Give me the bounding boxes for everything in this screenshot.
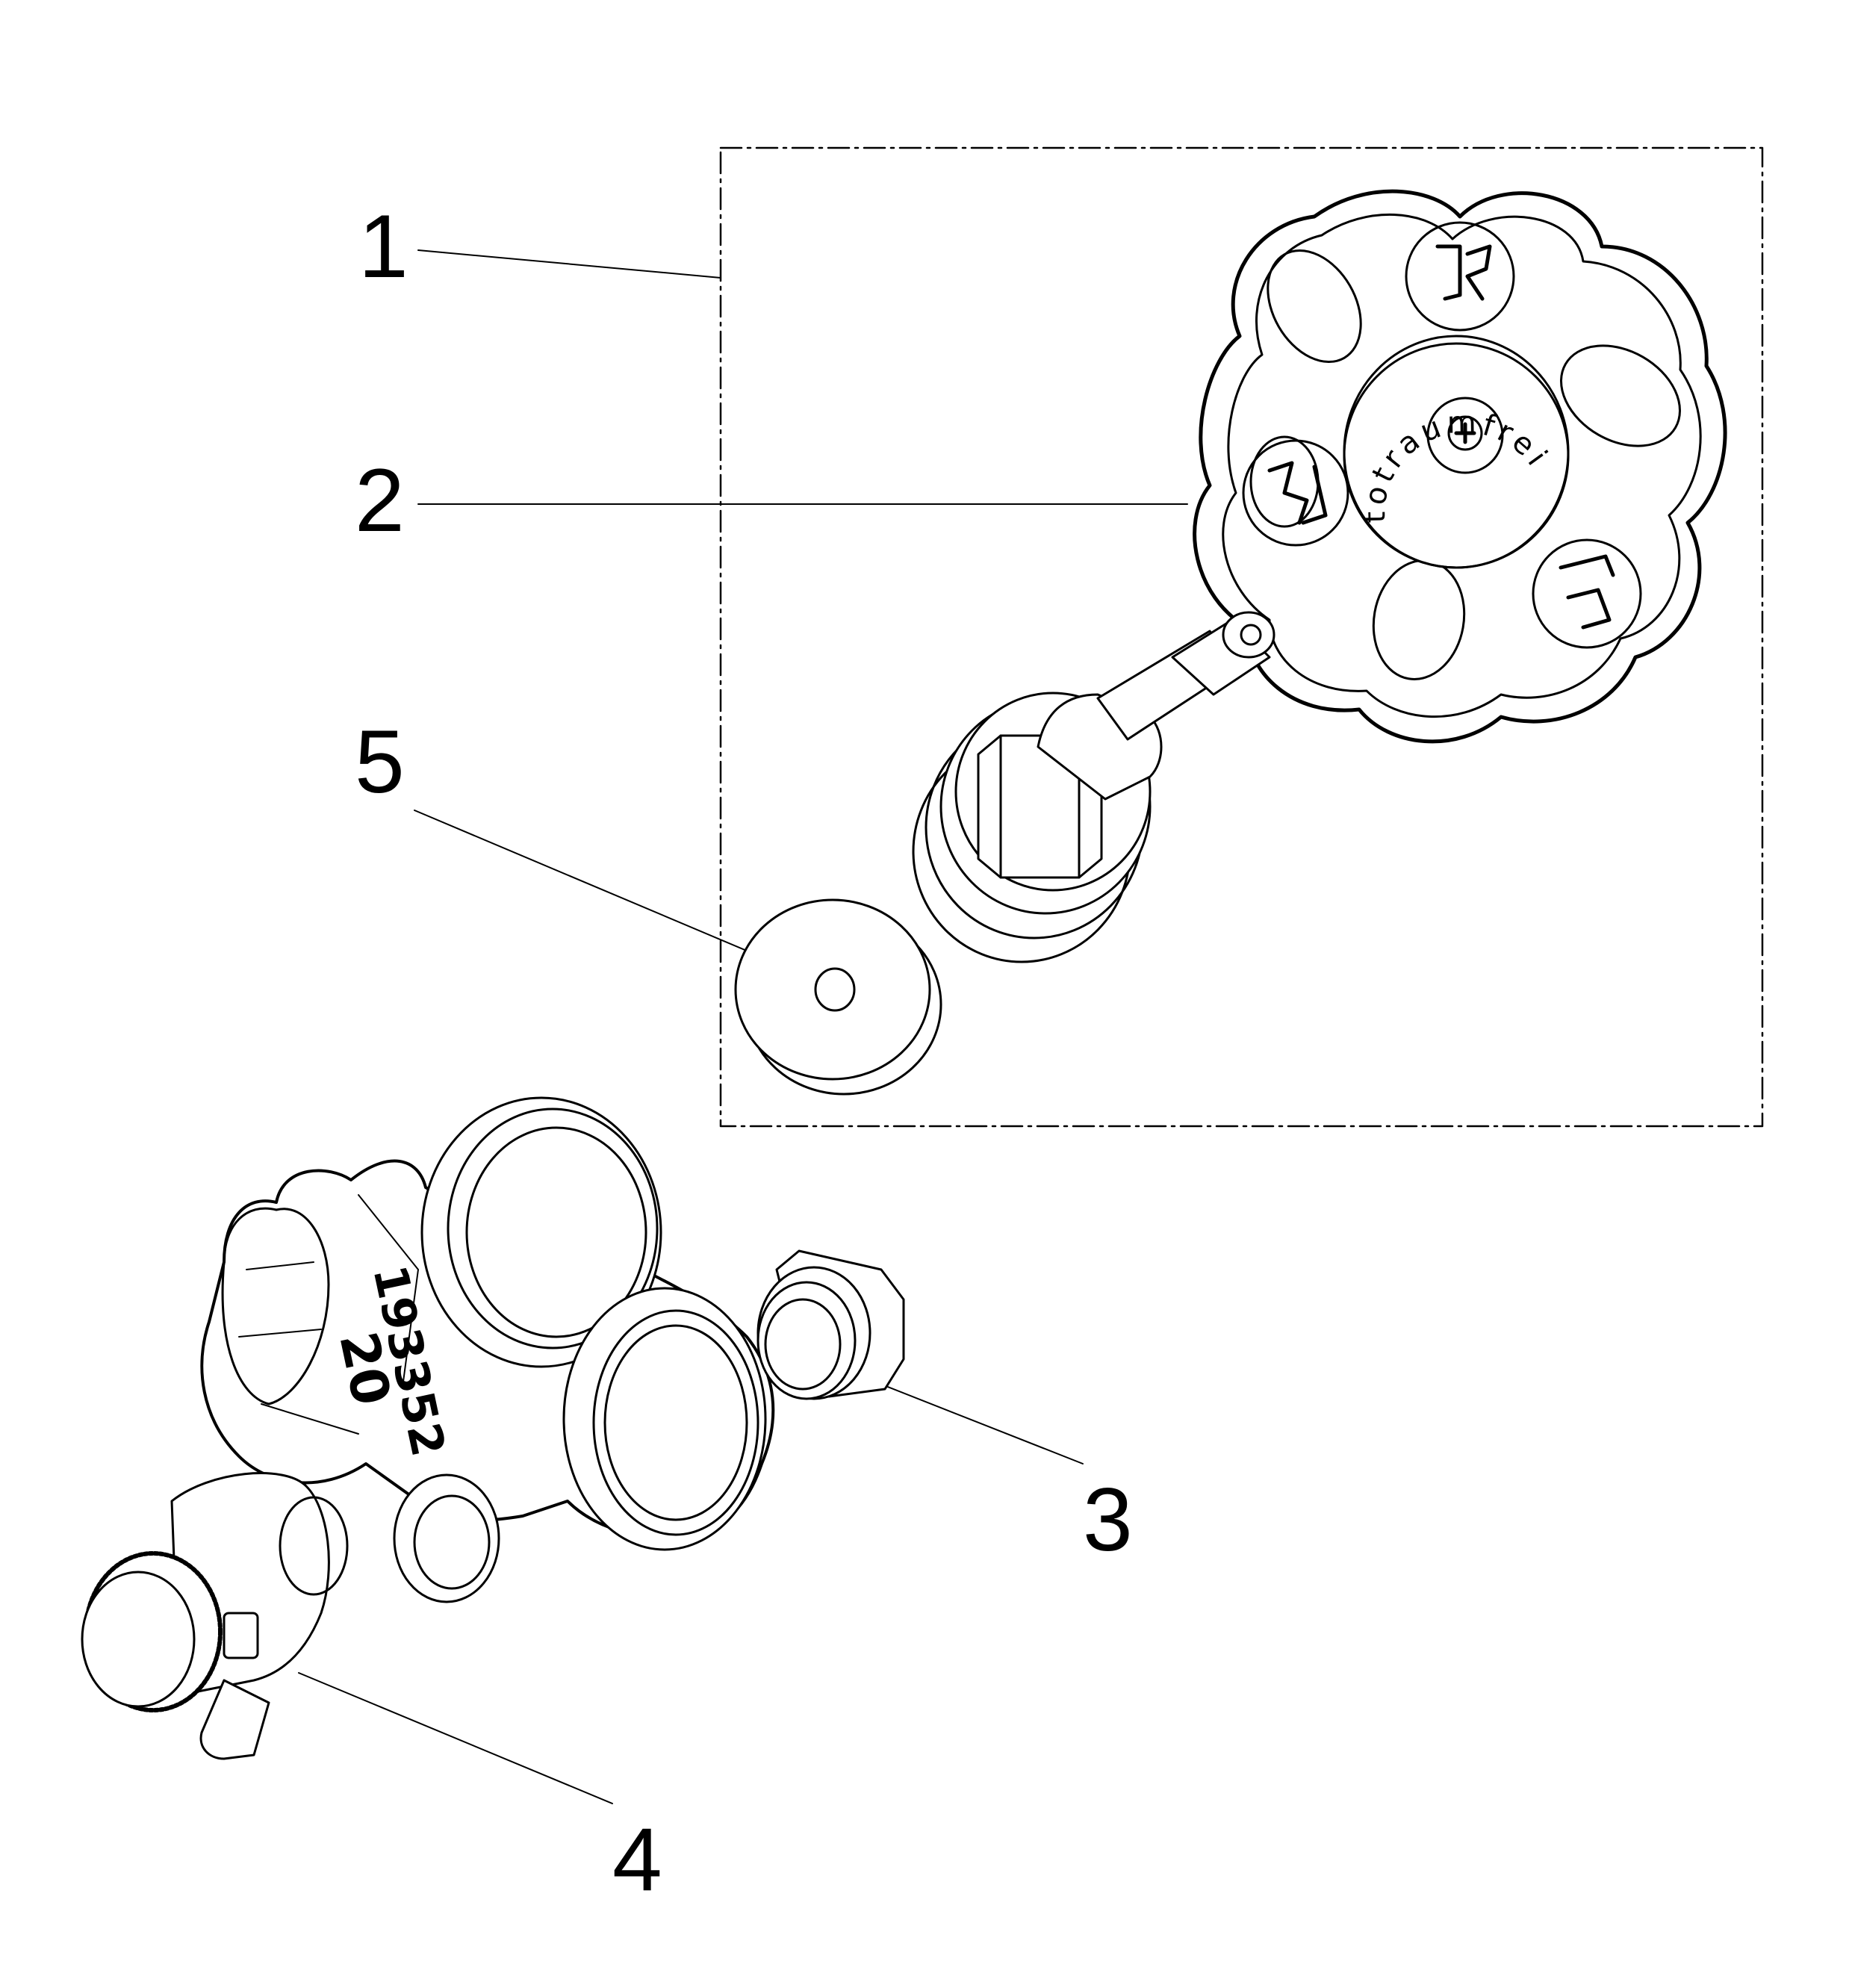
leader-5	[414, 810, 777, 964]
drain-hose-nozzle	[199, 1679, 270, 1760]
inlet-end	[221, 1207, 330, 1405]
outlet-port-inner	[592, 1309, 759, 1536]
logo-medallion	[1405, 221, 1515, 332]
spindle-tip	[1222, 611, 1275, 659]
handwheel-outline	[1193, 189, 1727, 744]
drain-thread	[279, 1496, 349, 1596]
washer-face	[734, 898, 931, 1081]
valve-body: 193352 20	[200, 1096, 775, 1603]
bonnet-ring-inner	[465, 1126, 647, 1338]
side-port	[393, 1473, 500, 1603]
valve-top-spindle	[912, 611, 1275, 963]
outlet-port-bore	[603, 1324, 748, 1521]
outlet-port-outer	[562, 1287, 767, 1551]
callout-label-2: 2	[355, 450, 405, 550]
body-outline	[200, 1159, 775, 1540]
plug	[756, 1249, 905, 1400]
hub-plate-rim	[1343, 342, 1570, 569]
washer-hole	[814, 967, 856, 1012]
callout-label-4: 4	[612, 1810, 662, 1910]
body-size-marking: 20	[327, 1326, 402, 1410]
callout-label-3: 3	[1083, 1470, 1133, 1570]
assembly-boundary	[719, 146, 1764, 1128]
screw-slot	[1454, 422, 1476, 444]
bonnet-ring-mid	[447, 1108, 659, 1349]
logo-medallion	[1242, 439, 1349, 547]
spoke-window	[1560, 344, 1681, 447]
logo-medallion	[1532, 538, 1642, 649]
bonnet-ring-outer	[420, 1096, 662, 1368]
leader-4	[298, 1672, 613, 1804]
drain-logo-plate	[223, 1612, 259, 1659]
plug-face	[764, 1298, 842, 1391]
spoke-window	[1249, 435, 1320, 528]
drain-valve	[81, 1472, 349, 1760]
sealing-washer	[734, 898, 942, 1096]
callout-label-1: 1	[358, 196, 408, 296]
leader-1	[417, 249, 721, 279]
spoke-window	[1267, 249, 1362, 364]
handwheel: totraumfrei	[1193, 189, 1727, 744]
drain-cap	[81, 1571, 196, 1708]
plug-collar-inner	[756, 1281, 857, 1400]
handwheel-inner-rim	[1222, 213, 1702, 718]
body-facets	[238, 1194, 419, 1435]
spoke-window	[1372, 559, 1466, 680]
spindle-hole	[1240, 624, 1262, 646]
callout-label-5: 5	[355, 712, 405, 812]
side-port-bore	[413, 1494, 491, 1590]
leader-lines	[298, 249, 1188, 1804]
hub-screw	[1447, 415, 1483, 451]
